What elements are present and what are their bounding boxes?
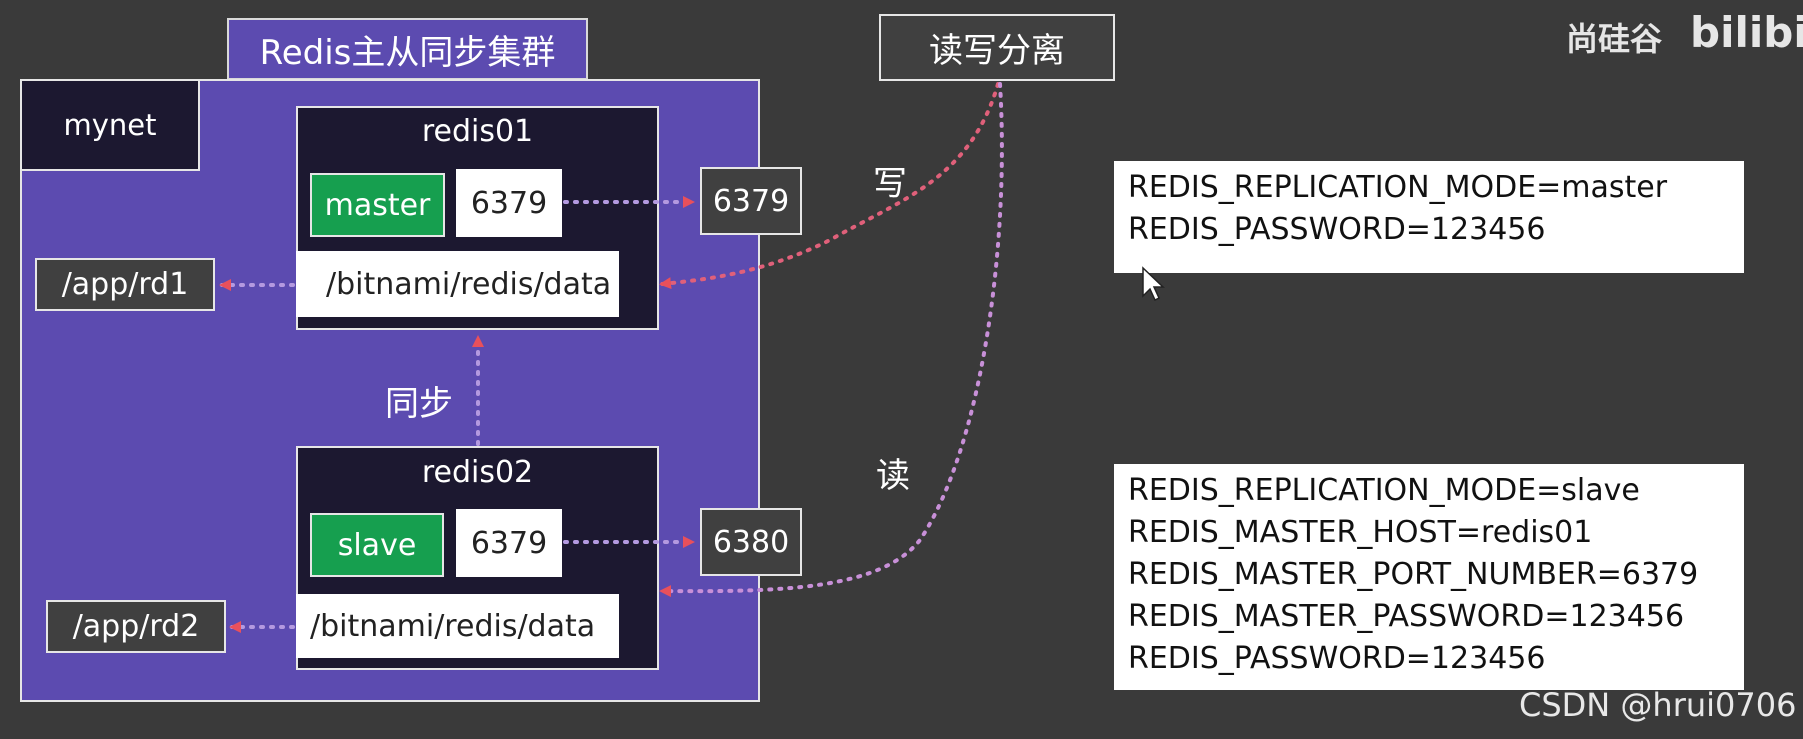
read-label: 读 xyxy=(876,456,910,496)
write-label: 写 xyxy=(873,164,907,204)
rw-split-label: 读写分离 xyxy=(929,31,1065,71)
host-dir-rd1: /app/rd1 xyxy=(35,258,215,311)
env-slave-line: REDIS_PASSWORD=123456 xyxy=(1128,641,1546,676)
env-slave-line: REDIS_MASTER_HOST=redis01 xyxy=(1128,515,1593,550)
bilibili-logo-icon: bilibili xyxy=(1690,8,1803,63)
env-master-line: REDIS_REPLICATION_MODE=master xyxy=(1128,170,1668,205)
env-master-line: REDIS_PASSWORD=123456 xyxy=(1128,212,1546,247)
container-port-redis02: 6379 xyxy=(456,509,562,577)
env-slave-box: REDIS_REPLICATION_MODE=slave REDIS_MASTE… xyxy=(1114,464,1744,690)
node-redis01-title: redis01 xyxy=(421,114,534,149)
role-badge-master: master xyxy=(310,173,445,237)
rw-split-box: 读写分离 xyxy=(879,14,1115,81)
env-slave-line: REDIS_REPLICATION_MODE=slave xyxy=(1128,473,1640,508)
network-label-box: mynet xyxy=(20,79,200,171)
mouse-cursor-icon xyxy=(1142,266,1165,302)
host-dir-rd2: /app/rd2 xyxy=(46,600,226,653)
env-master-box: REDIS_REPLICATION_MODE=master REDIS_PASS… xyxy=(1114,161,1744,273)
sync-label: 同步 xyxy=(385,384,453,424)
csdn-watermark: CSDN @hrui0706 xyxy=(1519,686,1797,724)
node-redis02-title: redis02 xyxy=(421,455,534,490)
env-slave-line: REDIS_MASTER_PORT_NUMBER=6379 xyxy=(1128,557,1699,592)
network-label: mynet xyxy=(63,108,157,142)
cluster-title: Redis主从同步集群 xyxy=(227,18,588,80)
role-badge-slave: slave xyxy=(310,513,444,577)
env-slave-line: REDIS_MASTER_PASSWORD=123456 xyxy=(1128,599,1685,634)
data-dir-redis01: /bitnami/redis/data xyxy=(296,251,619,317)
brand-text: 尚硅谷 xyxy=(1566,20,1663,58)
data-dir-redis02: /bitnami/redis/data xyxy=(296,594,619,658)
bilibili-logo-text: bilibili xyxy=(1690,8,1803,57)
read-curve xyxy=(659,82,1004,598)
container-port-redis01: 6379 xyxy=(456,169,562,237)
host-port-redis01: 6379 xyxy=(700,167,802,235)
host-port-redis02: 6380 xyxy=(700,508,802,576)
cluster-title-text: Redis主从同步集群 xyxy=(259,32,556,73)
write-curve xyxy=(659,82,1000,290)
